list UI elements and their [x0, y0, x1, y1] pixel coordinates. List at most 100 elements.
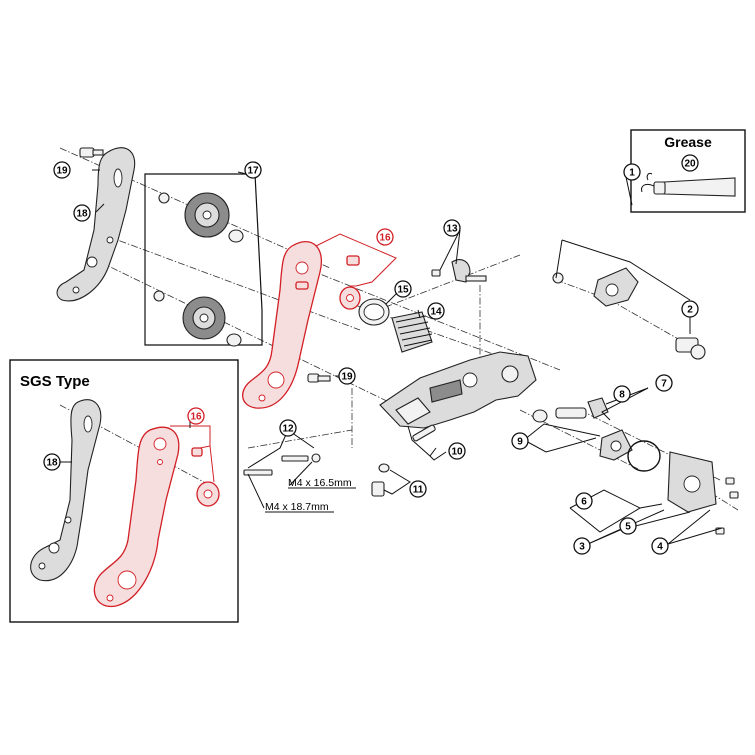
cable-adjuster	[431, 259, 487, 283]
callout-number: 17	[247, 166, 259, 177]
bolt-set-12	[243, 453, 321, 476]
callout-number: 6	[581, 497, 587, 508]
callout-circle	[613, 385, 631, 403]
callout-number: 13	[446, 224, 458, 235]
callout-c8: 8	[613, 385, 631, 403]
o-ring	[627, 440, 661, 472]
red-spacer	[346, 255, 360, 266]
callout-circle	[623, 163, 641, 181]
bolt-middle	[307, 373, 331, 383]
callout-c20: 20	[681, 154, 699, 172]
callout-c2: 2	[681, 300, 699, 318]
callout-number: 18	[46, 458, 58, 469]
callout-number: 16	[190, 412, 202, 423]
inner-plate	[242, 241, 322, 409]
red-pulley-plate	[339, 286, 361, 310]
upper-bracket	[593, 267, 639, 307]
callout-circle	[655, 374, 673, 392]
screw-4b	[729, 491, 739, 499]
callout-c4: 4	[651, 537, 669, 555]
callout-circle	[443, 219, 461, 237]
callout-c18: 18	[73, 204, 91, 222]
outer-plate	[56, 147, 136, 302]
grease-box-title: Grease	[664, 134, 712, 150]
callout-c19b: 19	[338, 367, 356, 385]
callout-circle	[575, 492, 593, 510]
c-clip	[552, 272, 564, 284]
callout-c19: 19	[53, 161, 71, 179]
sgs-type-box: SGS Type	[9, 359, 239, 623]
callout-c5: 5	[619, 517, 637, 535]
callout-circle	[448, 442, 466, 460]
callout-number: 9	[517, 437, 523, 448]
leader-lines	[60, 169, 723, 545]
callout-c6: 6	[575, 492, 593, 510]
callout-number: 3	[579, 542, 585, 553]
callout-circle	[681, 300, 699, 318]
callout-circle	[681, 154, 699, 172]
callout-circle	[511, 432, 529, 450]
callout-c10: 10	[448, 442, 466, 460]
spec-bolt-long: M4 x 18.7mm	[265, 501, 329, 513]
callout-number: 2	[687, 305, 693, 316]
callout-circle	[244, 161, 262, 179]
outer-link-cover	[599, 429, 633, 461]
lower-pulley	[182, 296, 226, 340]
pulley-set-box	[144, 173, 263, 347]
callout-c16b: 16	[187, 407, 205, 425]
callout-c7: 7	[655, 374, 673, 392]
callout-number: 19	[56, 166, 68, 177]
callout-c1: 1	[623, 163, 641, 181]
body-housing	[667, 451, 717, 513]
callout-circle	[187, 407, 205, 425]
sgs-box-title: SGS Type	[20, 373, 90, 390]
screw-11	[371, 463, 390, 497]
callout-number: 7	[661, 379, 667, 390]
callout-number: 8	[619, 390, 625, 401]
callout-circle	[338, 367, 356, 385]
ring-part	[358, 298, 390, 326]
callout-number: 18	[76, 209, 88, 220]
callout-c9: 9	[511, 432, 529, 450]
callout-circle	[427, 302, 445, 320]
callout-number: 16	[379, 233, 391, 244]
bolt-10	[412, 424, 436, 442]
callout-c3: 3	[573, 537, 591, 555]
spring-part	[391, 311, 433, 353]
callout-circle	[73, 204, 91, 222]
callout-16-bracket	[315, 233, 397, 287]
sgs-outer-plate	[30, 399, 102, 582]
callout-circle	[376, 228, 394, 246]
callout-number: 1	[629, 168, 635, 179]
callout-c18b: 18	[43, 453, 61, 471]
callout-number: 4	[657, 542, 663, 553]
bushing	[675, 337, 706, 360]
callout-c14: 14	[427, 302, 445, 320]
bolt-top-left	[79, 147, 104, 158]
callout-number: 20	[684, 159, 696, 170]
upper-pulley	[184, 192, 230, 238]
callout-c15: 15	[394, 280, 412, 298]
callout-c11: 11	[409, 480, 427, 498]
sgs-inner-plate	[93, 426, 180, 608]
callout-circle	[573, 537, 591, 555]
callout-number: 11	[413, 485, 424, 496]
callout-number: 14	[430, 307, 442, 318]
callout-c13: 13	[443, 219, 461, 237]
callout-number: 5	[625, 522, 631, 533]
grease-tube-icon	[641, 173, 736, 197]
callout-c16: 16	[376, 228, 394, 246]
callout-circle	[619, 517, 637, 535]
callout-number: 19	[341, 372, 353, 383]
callout-c17: 17	[244, 161, 262, 179]
screw-4a	[725, 477, 735, 485]
callout-circle	[409, 480, 427, 498]
callout-circle	[651, 537, 669, 555]
spec-bolt-short: M4 x 16.5mm	[288, 477, 352, 489]
callout-circle	[43, 453, 61, 471]
callout-circle	[394, 280, 412, 298]
callout-circle	[53, 161, 71, 179]
